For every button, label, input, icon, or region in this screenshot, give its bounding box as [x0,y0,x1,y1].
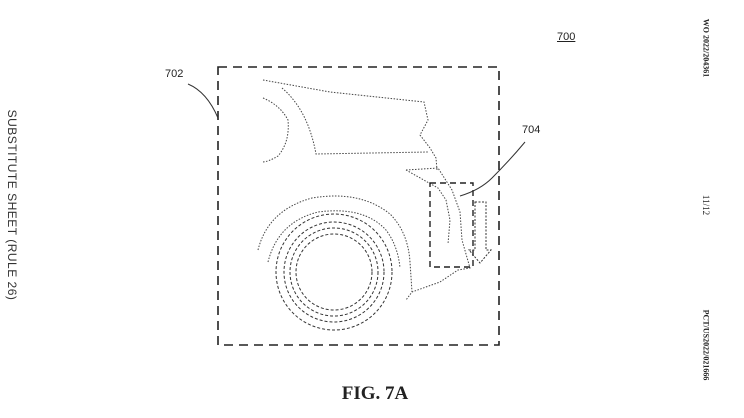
rim-circle [289,227,379,317]
downward-arrow-icon [467,201,493,264]
indicator-704-dashed-box [429,182,474,268]
rear-side-window [261,97,289,163]
hub-circle [295,233,373,311]
wheel-arch-inner [267,210,401,269]
rear-bumper-outline [405,167,471,301]
indicator-reference-label: 704 [522,124,541,136]
frame-702-leader [187,83,219,119]
figure-caption: FIG. 7A [341,383,409,404]
frame-702-dashed-box [217,66,500,346]
tire-middle-circle [283,221,385,323]
tire-outer-circle [275,213,393,331]
rear-window-edge [281,87,429,155]
indicator-704-leader [459,141,526,197]
wheel-arch-outer [257,195,413,293]
vehicle-roofline [262,79,438,171]
tail-light-edge [405,169,451,245]
figure-reference-number: 700 [557,31,576,43]
frame-reference-label: 702 [165,68,184,80]
